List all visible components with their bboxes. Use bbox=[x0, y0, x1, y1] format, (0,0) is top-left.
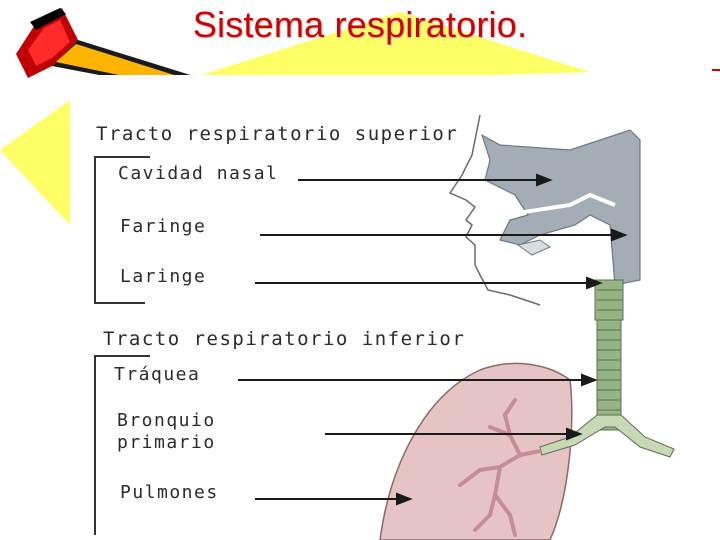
label-bronquio-primario: Bronquio primario bbox=[117, 410, 216, 454]
label-traquea: Tráquea bbox=[114, 364, 200, 385]
lower-tract-heading: Tracto respiratorio inferior bbox=[103, 328, 465, 350]
upper-tract-heading: Tracto respiratorio superior bbox=[96, 123, 458, 145]
slide-title: Sistema respiratorio. bbox=[0, 4, 720, 46]
label-faringe: Faringe bbox=[120, 216, 206, 237]
trachea bbox=[597, 320, 621, 430]
yellow-triangle-left bbox=[0, 100, 70, 225]
label-cavidad-nasal: Cavidad nasal bbox=[118, 163, 278, 184]
label-laringe: Laringe bbox=[120, 266, 206, 287]
label-pulmones: Pulmones bbox=[120, 482, 219, 503]
respiratory-diagram: Tracto respiratorio superior Cavidad nas… bbox=[70, 75, 720, 540]
